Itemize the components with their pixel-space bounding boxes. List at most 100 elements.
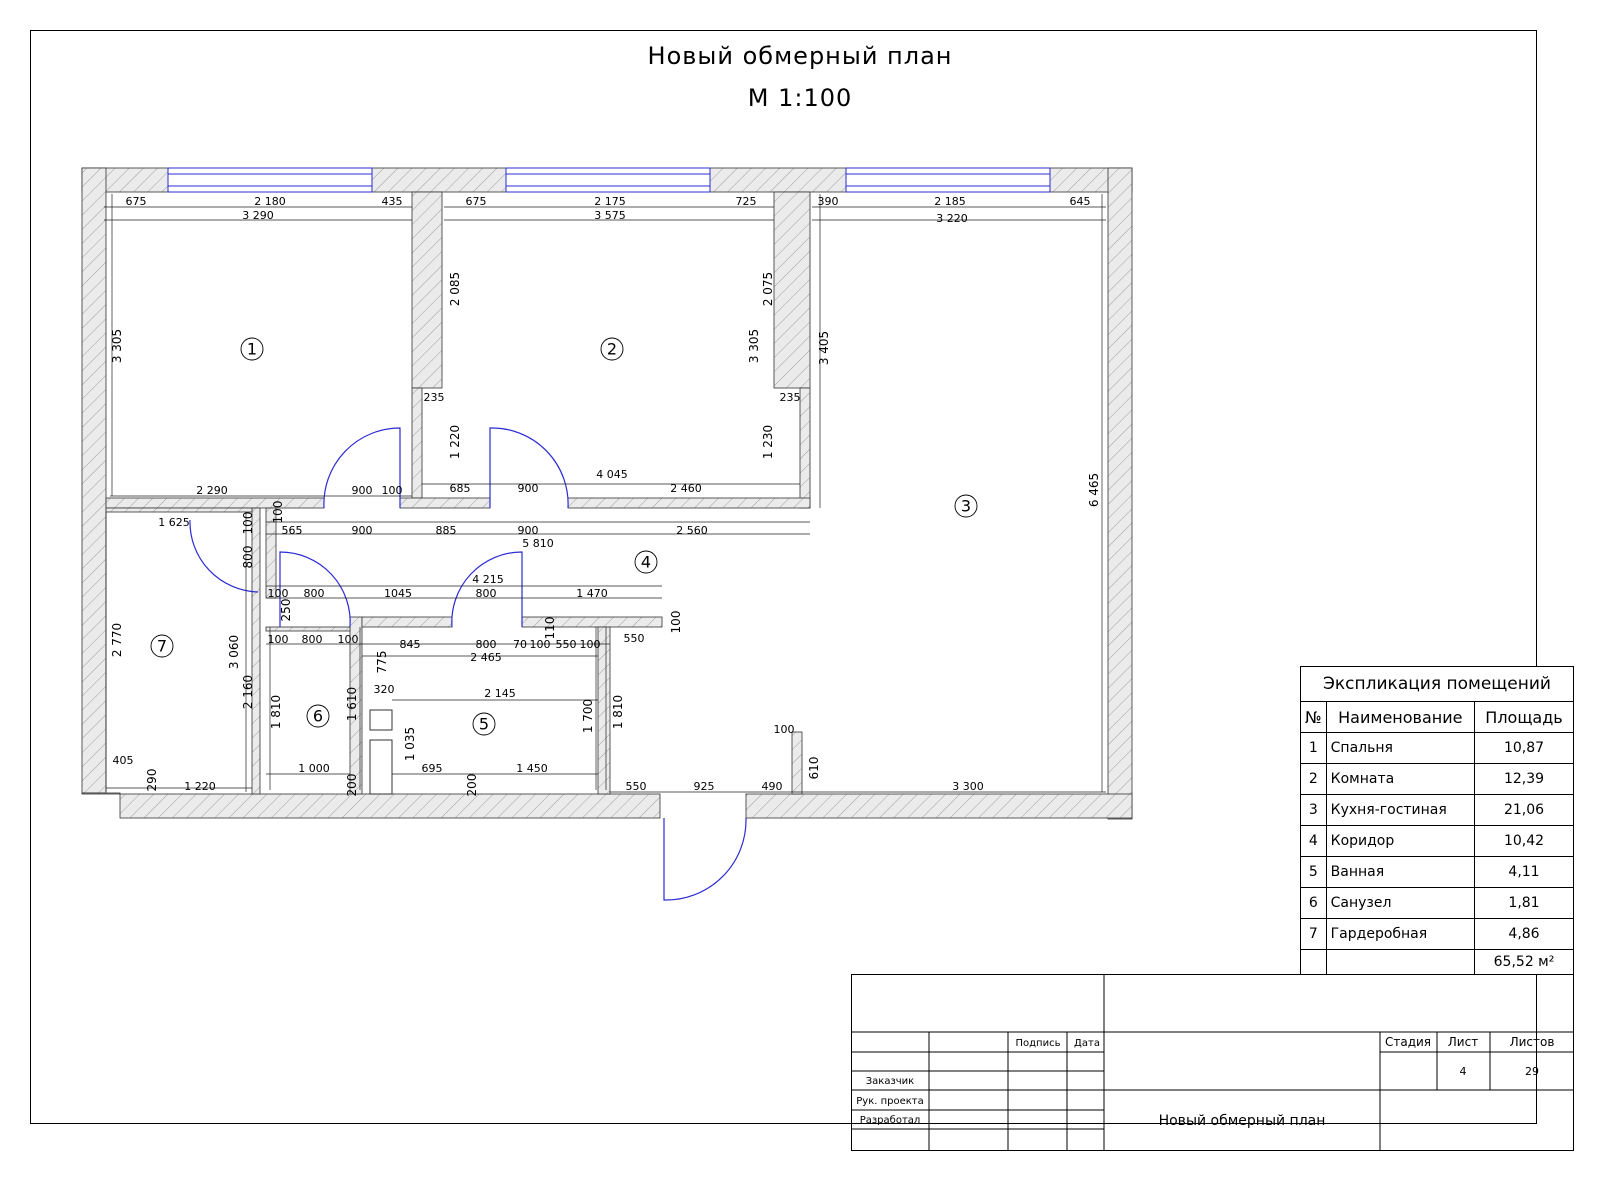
dim-label: 1 035 [403, 727, 417, 761]
stamp-drawing-name: Новый обмерный план [1159, 1113, 1326, 1129]
dim-label: 550 [624, 632, 645, 645]
row-area: 21,06 [1474, 794, 1574, 826]
dim-label: 490 [762, 780, 783, 793]
wall-right [1107, 167, 1133, 820]
walls [81, 167, 1133, 820]
door-room-5 [451, 551, 523, 628]
room-number-7: 7 [157, 637, 167, 656]
doors [189, 427, 747, 901]
dim-label: 100 [669, 611, 683, 634]
dim-label: 320 [374, 683, 395, 696]
dim-label: 100 [268, 587, 289, 600]
door-room-7 [189, 519, 259, 593]
dim-label: 800 [241, 546, 255, 569]
row-name: Комната [1325, 763, 1476, 795]
dim-label: 2 145 [484, 687, 516, 700]
wall-r7-top [105, 507, 253, 513]
dim-label: 2 560 [676, 524, 708, 537]
wall-r6-r5 [349, 616, 363, 795]
dim-label: 2 465 [470, 651, 502, 664]
dim-label: 2 160 [241, 675, 255, 709]
dim-label: 645 [1070, 195, 1091, 208]
stamp-sheet-number: 4 [1460, 1065, 1467, 1078]
dim-label: 725 [736, 195, 757, 208]
explication-title-row: Экспликация помещений [1300, 666, 1574, 702]
dim-label: 100 [241, 512, 255, 535]
dim-label: 800 [302, 633, 323, 646]
dim-label: 685 [450, 482, 471, 495]
row-area: 10,87 [1474, 732, 1574, 764]
dim-label: 2 460 [670, 482, 702, 495]
stamp-developer-label: Разработал [860, 1115, 921, 1126]
stamp-date-label: Дата [1074, 1038, 1100, 1049]
sheet-title: Новый обмерный план [647, 42, 953, 70]
dim-label: 3 220 [936, 212, 968, 225]
dim-label: 3 290 [242, 209, 274, 222]
dim-label: 3 575 [594, 209, 626, 222]
wall-r1-bottom [105, 497, 325, 509]
header-area: Площадь [1474, 701, 1574, 733]
shaft-upper [369, 709, 393, 731]
dim-label: 3 300 [952, 780, 984, 793]
row-num: 7 [1300, 918, 1327, 950]
dim-label: 675 [126, 195, 147, 208]
row-name: Санузел [1325, 887, 1476, 919]
header-num: № [1300, 701, 1327, 733]
dim-label: 610 [807, 757, 821, 780]
room-number-3: 3 [961, 497, 971, 516]
total-row: 65,52 м² [1300, 949, 1574, 975]
row-name: Коридор [1325, 825, 1476, 857]
row-num: 6 [1300, 887, 1327, 919]
dim-label: 1 220 [448, 425, 462, 459]
dim-label: 1 450 [516, 762, 548, 775]
dim-label: 110 [543, 617, 557, 640]
row-name: Гардеробная [1325, 918, 1476, 950]
dim-label: 3 405 [817, 331, 831, 365]
dim-label: 800 [476, 587, 497, 600]
dim-label: 4 045 [596, 468, 628, 481]
dim-label: 3 060 [227, 635, 241, 669]
dim-label: 1 470 [576, 587, 608, 600]
dim-label: 2 085 [448, 272, 462, 306]
dim-label: 900 [352, 524, 373, 537]
dim-label: 6 465 [1087, 473, 1101, 507]
row-num: 3 [1300, 794, 1327, 826]
room-number-5: 5 [479, 715, 489, 734]
sheet-scale: М 1:100 [747, 84, 853, 112]
wall-notch [81, 792, 121, 795]
dim-label: 900 [518, 524, 539, 537]
stamp-stage-label: Стадия [1385, 1035, 1431, 1049]
dim-label: 1045 [384, 587, 412, 600]
wall-r6-top [265, 626, 351, 632]
wall-r5-right [597, 626, 611, 795]
dim-label: 250 [279, 599, 293, 622]
explication-title: Экспликация помещений [1300, 666, 1574, 702]
dim-label: 100 [382, 484, 403, 497]
dim-label: 2 770 [110, 623, 124, 657]
dim-label: 800 [304, 587, 325, 600]
row-name: Спальня [1325, 732, 1476, 764]
stamp-sign-label: Подпись [1016, 1038, 1061, 1049]
title-block: Подпись Дата Заказчик Рук. проекта Разра… [851, 974, 1574, 1151]
explication-header-row: № Наименование Площадь [1300, 701, 1574, 733]
stamp-sheet-label: Лист [1448, 1035, 1478, 1049]
stamp-sheets-count: 29 [1525, 1065, 1539, 1078]
dim-label: 390 [818, 195, 839, 208]
room-markers [150, 337, 978, 736]
dim-label: 5 810 [522, 537, 554, 550]
wall-left [81, 167, 107, 794]
total-area: 65,52 м² [1474, 949, 1574, 975]
dim-label: 775 [375, 651, 389, 674]
wall-r2-bottom-b [567, 497, 811, 509]
dim-label: 1 625 [158, 516, 190, 529]
row-area: 1,81 [1474, 887, 1574, 919]
wall-r2-r3-lower [799, 387, 811, 509]
explication-table: Экспликация помещений № Наименование Пло… [1300, 666, 1574, 975]
row-area: 12,39 [1474, 763, 1574, 795]
